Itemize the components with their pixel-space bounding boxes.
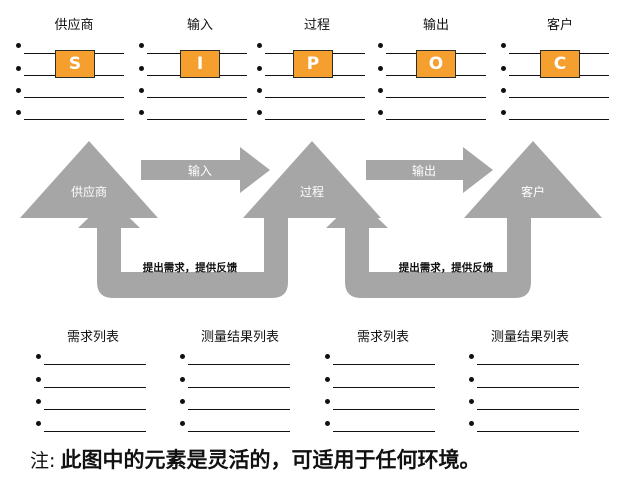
triangle-supplier xyxy=(20,141,158,218)
bullet xyxy=(180,354,185,359)
footnote-prefix: 注: xyxy=(30,450,56,472)
line xyxy=(44,387,146,388)
bullet xyxy=(469,354,474,359)
bullet xyxy=(16,110,21,115)
footnote: 注: 此图中的元素是灵活的，可适用于任何环境。 xyxy=(30,444,481,474)
triangle-customer xyxy=(464,141,602,218)
bullet xyxy=(257,66,262,71)
line xyxy=(188,431,290,432)
list-title-measurements-2: 测量结果列表 xyxy=(490,330,569,345)
bullet xyxy=(180,377,185,382)
bullet xyxy=(16,88,21,93)
letter-box-c: C xyxy=(540,50,580,78)
line xyxy=(477,364,579,365)
bullet xyxy=(36,377,41,382)
triangle-label-customer: 客户 xyxy=(521,184,545,199)
triangle-label-process: 过程 xyxy=(300,184,324,199)
list-title-requirements-1: 需求列表 xyxy=(66,330,119,345)
arrow-label-input: 输入 xyxy=(188,163,212,178)
line xyxy=(265,119,365,120)
sipoc-flow-diagram: 供应商 过程 客户 输入 输出 提出需求，提供反馈 提出需求，提供反馈 xyxy=(20,141,602,298)
column-title-customer: 客户 xyxy=(546,18,573,33)
bullet xyxy=(378,66,383,71)
bullet xyxy=(469,421,474,426)
line xyxy=(147,119,247,120)
arrow-output xyxy=(366,147,493,193)
bullet xyxy=(378,43,383,48)
bullet xyxy=(257,43,262,48)
bullet xyxy=(180,399,185,404)
bullet xyxy=(325,421,330,426)
letter-box-o: O xyxy=(416,50,456,78)
letter-box-p: P xyxy=(293,50,333,78)
line xyxy=(333,409,435,410)
bullet xyxy=(139,66,144,71)
line xyxy=(509,97,609,98)
line xyxy=(188,364,290,365)
feedback-label-left: 提出需求，提供反馈 xyxy=(143,261,238,274)
bullet xyxy=(16,43,21,48)
bullet xyxy=(501,43,506,48)
line xyxy=(509,119,609,120)
bullet xyxy=(501,110,506,115)
bullet xyxy=(257,88,262,93)
bullet xyxy=(139,88,144,93)
line xyxy=(477,409,579,410)
line xyxy=(333,387,435,388)
bullet xyxy=(325,377,330,382)
line xyxy=(44,364,146,365)
list-title-requirements-2: 需求列表 xyxy=(356,330,409,345)
line xyxy=(44,431,146,432)
feedback-loop-left xyxy=(78,198,288,298)
line xyxy=(386,97,486,98)
line xyxy=(24,119,124,120)
list-title-measurements-1: 测量结果列表 xyxy=(200,330,279,345)
bullet xyxy=(180,421,185,426)
triangle-process xyxy=(243,141,381,218)
bullet xyxy=(469,377,474,382)
bullet xyxy=(139,43,144,48)
bullet xyxy=(16,66,21,71)
line xyxy=(333,364,435,365)
line xyxy=(24,97,124,98)
bullet xyxy=(378,88,383,93)
letter-box-i: I xyxy=(180,50,220,78)
bullet xyxy=(257,110,262,115)
line xyxy=(333,431,435,432)
footnote-text: 此图中的元素是灵活的，可适用于任何环境。 xyxy=(60,448,481,472)
column-title-supplier: 供应商 xyxy=(54,18,94,33)
bullet xyxy=(36,354,41,359)
arrow-label-output: 输出 xyxy=(412,163,436,178)
line xyxy=(477,387,579,388)
bullet xyxy=(469,399,474,404)
feedback-label-right: 提出需求，提供反馈 xyxy=(399,261,494,274)
bullet xyxy=(325,354,330,359)
bullet xyxy=(36,399,41,404)
bullet xyxy=(501,88,506,93)
bullet xyxy=(378,110,383,115)
bullet xyxy=(139,110,144,115)
bullet xyxy=(36,421,41,426)
line xyxy=(477,431,579,432)
feedback-loop-right xyxy=(326,198,531,298)
line xyxy=(188,409,290,410)
triangle-label-supplier: 供应商 xyxy=(71,184,107,199)
arrow-input xyxy=(141,147,270,193)
bullet xyxy=(325,399,330,404)
line xyxy=(386,119,486,120)
line xyxy=(147,97,247,98)
column-title-process: 过程 xyxy=(303,18,330,33)
line xyxy=(44,409,146,410)
column-title-output: 输出 xyxy=(422,18,449,33)
letter-box-s: S xyxy=(55,50,95,78)
bullet xyxy=(501,66,506,71)
line xyxy=(188,387,290,388)
column-title-input: 输入 xyxy=(186,18,213,33)
line xyxy=(265,97,365,98)
